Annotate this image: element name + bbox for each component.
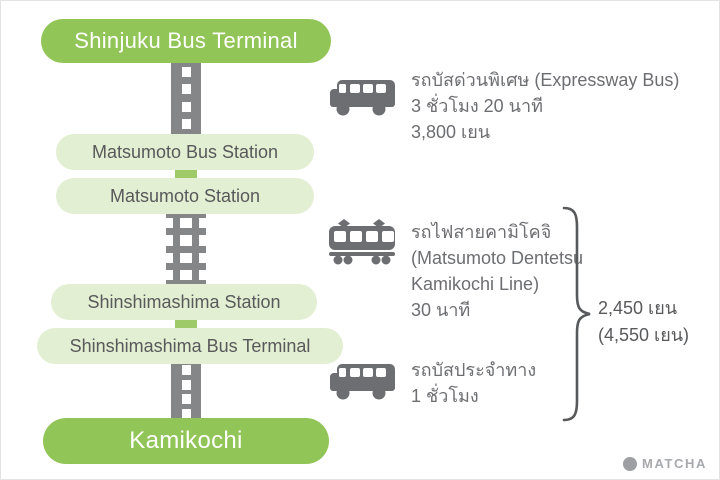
segment-line: (Matsumoto Dentetsu <box>411 248 584 268</box>
train-icon <box>329 219 395 270</box>
road-dash <box>181 101 191 112</box>
road-dash <box>181 66 191 77</box>
matcha-logo-icon <box>623 456 638 471</box>
segment-line: 1 ชั่วโมง <box>411 386 479 406</box>
matcha-logo: MATCHA <box>623 456 707 471</box>
segment-line: Kamikochi Line) <box>411 274 540 294</box>
station-pill-matsumoto-bus-station: Matsumoto Bus Station <box>56 134 314 170</box>
segment-info-local-bus: รถบัสประจำทาง 1 ชั่วโมง <box>411 357 536 409</box>
segment-info-expressway-bus: รถบัสด่วนพิเศษ (Expressway Bus) 3 ชั่วโม… <box>411 67 679 145</box>
road-dash <box>181 365 191 376</box>
station-pill-kamikochi: Kamikochi <box>43 418 329 464</box>
road-segment <box>171 59 201 137</box>
road-dash <box>181 379 191 390</box>
segment-line: รถบัสด่วนพิเศษ (Expressway Bus) <box>411 70 680 90</box>
combined-fare: 2,450 เยน (4,550 เยน) <box>598 295 689 349</box>
bus-icon <box>329 77 397 122</box>
railway-ties <box>166 211 206 287</box>
matcha-logo-text: MATCHA <box>642 456 707 471</box>
segment-line: 3 ชั่วโมง 20 นาที <box>411 96 543 116</box>
railway-track <box>166 211 206 287</box>
station-pill-shinshimashima-bus-terminal: Shinshimashima Bus Terminal <box>37 328 343 364</box>
road-dash <box>181 119 191 130</box>
road-dash <box>181 84 191 95</box>
station-pill-shinjuku-bus-terminal: Shinjuku Bus Terminal <box>41 19 331 63</box>
segment-line: รถบัสประจำทาง <box>411 360 537 380</box>
railway-rail <box>192 211 199 287</box>
curly-brace <box>561 206 595 427</box>
station-pill-shinshimashima-station: Shinshimashima Station <box>51 284 317 320</box>
segment-line: 3,800 เยน <box>411 122 491 142</box>
bus-icon <box>329 361 397 406</box>
segment-info-kamikochi-line: รถไฟสายคามิโคจิ (Matsumoto Dentetsu Kami… <box>411 219 583 323</box>
fare-line: (4,550 เยน) <box>598 325 690 345</box>
segment-line: 30 นาที <box>411 300 471 320</box>
fare-line: 2,450 เยน <box>598 298 678 318</box>
road-dash <box>181 408 191 419</box>
station-pill-matsumoto-station: Matsumoto Station <box>56 178 314 214</box>
road-segment <box>171 361 201 423</box>
segment-line: รถไฟสายคามิโคจิ <box>411 222 552 242</box>
railway-rail <box>173 211 180 287</box>
road-dash <box>181 394 191 405</box>
